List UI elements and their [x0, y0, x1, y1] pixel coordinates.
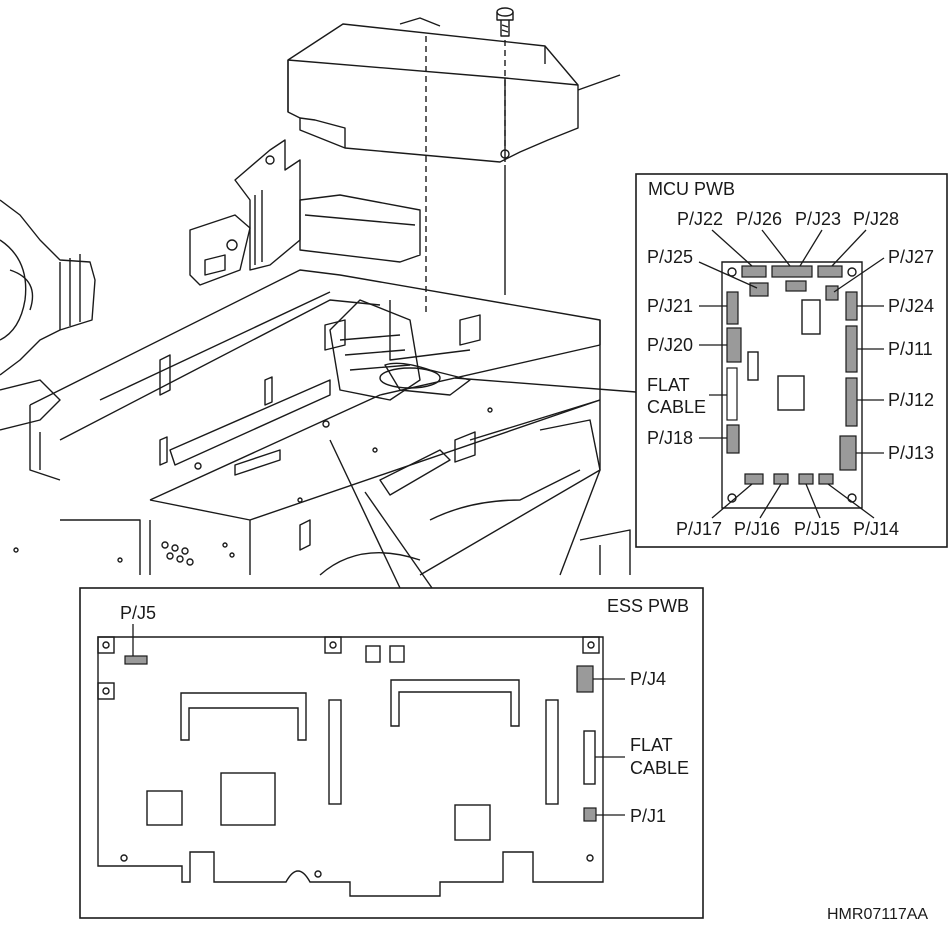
connector-pj12	[845, 377, 858, 427]
mcu-hole	[727, 267, 737, 277]
ess-cover-panel	[287, 17, 621, 163]
connector-pj24	[845, 291, 858, 321]
connector-pj27	[825, 285, 839, 301]
ess-slot-right	[390, 679, 520, 727]
label-ess-cable: CABLE	[630, 758, 689, 778]
connector-pj4	[576, 665, 594, 693]
ess-slot-left	[180, 692, 307, 741]
connector-pj17	[744, 473, 764, 485]
label-pj14: P/J14	[853, 519, 899, 539]
connector-pj1	[583, 807, 597, 822]
chassis-holes	[13, 407, 493, 566]
connector-pj28	[817, 265, 843, 278]
label-pj23: P/J23	[795, 209, 841, 229]
label-pj12: P/J12	[888, 390, 934, 410]
label-pj4: P/J4	[630, 669, 666, 689]
label-pj25: P/J25	[647, 247, 693, 267]
label-pj15: P/J15	[794, 519, 840, 539]
ess-chip	[220, 772, 276, 826]
ess-small-component	[389, 645, 405, 663]
connector-pj13	[839, 435, 857, 471]
label-pj11: P/J11	[888, 339, 933, 359]
ess-corner-mark	[97, 682, 115, 700]
connector-pj14	[818, 473, 834, 485]
ess-leaders	[132, 624, 625, 816]
mcu-pwb-callout: MCU PWB	[635, 173, 948, 548]
label-pj16: P/J16	[734, 519, 780, 539]
ess-corner-mark	[582, 636, 600, 654]
connector-pj22	[741, 265, 767, 278]
mcu-flat-cable-connector	[726, 367, 738, 421]
label-mcu-cable: CABLE	[647, 397, 706, 417]
connector-pj20	[726, 327, 742, 363]
connector-pj11	[845, 325, 858, 373]
left-unit	[0, 199, 96, 431]
label-pj1: P/J1	[630, 806, 666, 826]
label-pj5: P/J5	[120, 603, 156, 623]
label-pj22: P/J22	[677, 209, 723, 229]
connector-pj18	[726, 424, 740, 454]
connector-pj15	[798, 473, 814, 485]
label-pj18: P/J18	[647, 428, 693, 448]
ess-corner-mark	[97, 636, 115, 654]
ess-chip	[454, 804, 491, 841]
mcu-hole	[847, 267, 857, 277]
mcu-leader-line	[454, 377, 637, 393]
connector-pj25	[749, 282, 769, 297]
mcu-board	[721, 261, 863, 509]
connector-pj26	[785, 280, 807, 292]
diagram-reference-id: HMR07117AA	[827, 906, 928, 923]
connector-pj16	[773, 473, 789, 485]
rails	[159, 314, 481, 551]
label-pj28: P/J28	[853, 209, 899, 229]
ess-small-component	[365, 645, 381, 663]
screw	[496, 7, 514, 37]
connector-pj5	[124, 655, 148, 665]
mcu-chip	[747, 351, 759, 381]
ess-corner-mark	[324, 636, 342, 654]
brackets	[189, 139, 301, 286]
mcu-leaders	[698, 229, 885, 519]
machine-illustration	[0, 7, 637, 589]
label-pj13: P/J13	[888, 443, 934, 463]
mcu-chip	[801, 299, 821, 335]
mcu-callout-frame	[635, 173, 948, 548]
ess-chassis	[29, 194, 631, 576]
ess-leader-line-left	[329, 439, 401, 589]
connector-pj21	[726, 291, 739, 325]
label-pj26: P/J26	[736, 209, 782, 229]
ess-dimm-slot	[328, 699, 342, 805]
label-mcu-flat: FLAT	[647, 375, 690, 395]
label-pj20: P/J20	[647, 335, 693, 355]
ess-board	[97, 636, 604, 897]
connector-pj23	[771, 265, 813, 278]
ess-dimm-slot	[545, 699, 559, 805]
label-pj27: P/J27	[888, 247, 934, 267]
label-pj24: P/J24	[888, 296, 934, 316]
ess-chip	[146, 790, 183, 826]
ess-title: ESS PWB	[607, 596, 689, 616]
label-pj21: P/J21	[647, 296, 693, 316]
label-pj17: P/J17	[676, 519, 722, 539]
mcu-title: MCU PWB	[648, 179, 735, 199]
ess-leader-line-right	[364, 491, 433, 589]
ess-pwb-callout: ESS PWB	[79, 587, 704, 919]
label-ess-flat: FLAT	[630, 735, 673, 755]
mcu-chip	[777, 375, 805, 411]
